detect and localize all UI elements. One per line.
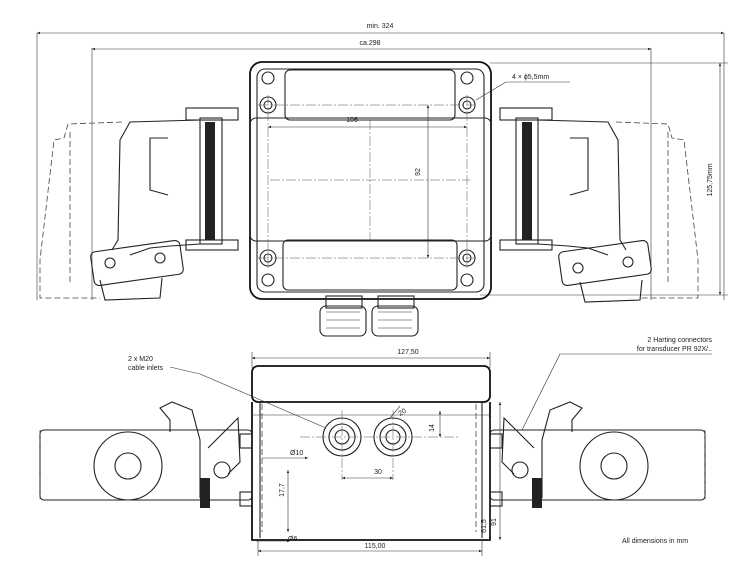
harting-line1: 2 Harting connectors <box>647 337 712 344</box>
cable-gland <box>371 295 419 337</box>
dimension-14: 14 <box>429 411 442 437</box>
dimension-17-7: 17,7 <box>279 470 290 532</box>
holes-label: 4 × ϕ5,5mm <box>512 74 549 81</box>
harting-note: 2 Harting connectors for transducer PR 9… <box>521 337 712 431</box>
front-view: 127,50 30 <box>39 337 712 556</box>
dimension-20-label: 20 <box>398 408 408 418</box>
harting-connector-right <box>499 107 699 303</box>
mounting-hole <box>261 71 275 85</box>
dimension-min-324: min. 324 <box>36 23 725 300</box>
enclosure-top <box>249 61 492 300</box>
dimension-91-label: 91 <box>491 518 498 526</box>
dimension-91: 91 <box>491 402 502 540</box>
mounting-hole <box>460 273 474 287</box>
holes-callout: 4 × ϕ5,5mm <box>475 74 570 101</box>
dimension-ca-298-label: ca.298 <box>359 40 380 47</box>
mounting-hole <box>460 71 474 85</box>
cable-inlets-note: 2 x M20 cable inlets <box>128 356 327 429</box>
dimension-125-75: 125,75mm <box>480 62 728 296</box>
dimension-125-75-label: 125,75mm <box>707 163 714 196</box>
dimension-92: 92 <box>415 105 430 258</box>
harting-connector-right-front <box>489 401 706 508</box>
dimension-min-324-label: min. 324 <box>367 23 394 30</box>
cable-gland <box>319 295 367 337</box>
dimension-d10-label: Ø10 <box>290 450 303 457</box>
dimension-106: 106 <box>268 117 467 129</box>
harting-connector-left <box>39 107 239 301</box>
dimension-115: 115,00 <box>257 540 483 556</box>
dimension-127-50: 127,50 <box>251 349 491 368</box>
dimension-d6-label: Ø6 <box>288 536 297 543</box>
dimension-30: 30 <box>342 469 393 480</box>
harting-connector-left-front <box>39 401 253 508</box>
dimension-61-5-label: 61,5 <box>481 519 488 533</box>
dimension-17-7-label: 17,7 <box>279 483 286 497</box>
dimension-14-label: 14 <box>429 424 436 432</box>
enclosure-lid <box>251 365 491 403</box>
cable-inlets-line1: 2 x M20 <box>128 356 153 363</box>
dimension-115-label: 115,00 <box>365 543 386 550</box>
dimension-30-label: 30 <box>374 469 382 476</box>
harting-line2: for transducer PR 92X/.. <box>637 346 712 353</box>
dimension-20: 20 <box>389 405 408 419</box>
dimension-d6: Ø6 <box>256 536 297 543</box>
top-view: min. 324 ca.298 125,75mm <box>36 23 728 337</box>
dimension-127-50-label: 127,50 <box>397 349 419 356</box>
dimension-106-label: 106 <box>346 117 358 124</box>
mounting-hole <box>261 273 275 287</box>
dimension-92-label: 92 <box>415 168 422 176</box>
dimension-d10: Ø10 <box>262 450 308 460</box>
dimension-ca-298: ca.298 <box>91 40 652 300</box>
cable-inlets-line2: cable inlets <box>128 365 164 372</box>
units-note: All dimensions in mm <box>622 538 688 545</box>
